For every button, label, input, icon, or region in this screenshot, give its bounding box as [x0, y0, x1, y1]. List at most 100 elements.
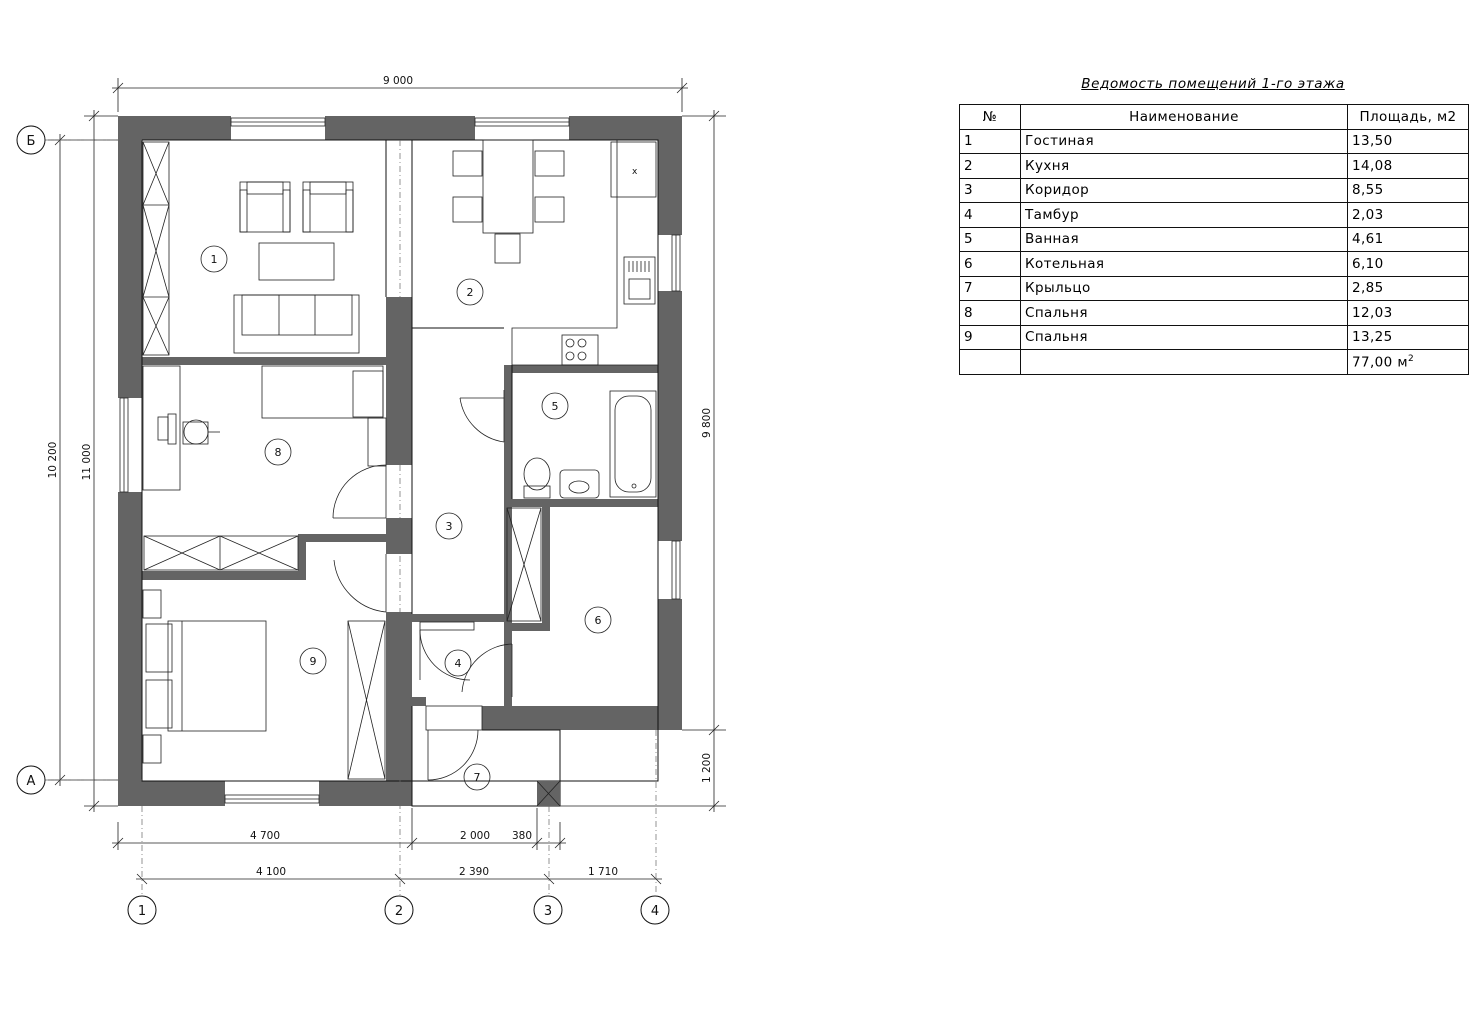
- dim-right-porch: 1 200: [701, 753, 713, 783]
- cell-area: 13,50: [1347, 128, 1469, 154]
- wardrobe-bedroom9: [347, 620, 386, 780]
- dim-bottom-1710: 1 710: [588, 866, 618, 878]
- svg-text:1: 1: [211, 253, 218, 266]
- window-bedroom8-left: [118, 397, 142, 493]
- axis-marker-1: 1: [127, 895, 157, 925]
- sofa: [233, 294, 360, 354]
- cell-number: 7: [959, 275, 1021, 301]
- room-marker-4: 4: [444, 649, 472, 677]
- cell-area: 13,25: [1347, 324, 1469, 350]
- double-bed: [145, 620, 267, 732]
- cell-name: Котельная: [1020, 251, 1348, 277]
- total-value: 77,00: [1352, 354, 1393, 370]
- room-marker-9: 9: [299, 647, 327, 675]
- cell-number: 6: [959, 251, 1021, 277]
- cell-name: Ванная: [1020, 226, 1348, 252]
- axis-marker-B: Б: [16, 125, 46, 155]
- toilet: [523, 457, 551, 499]
- dim-left-outer: 10 200: [47, 442, 59, 479]
- svg-text:6: 6: [595, 614, 602, 627]
- cell-name: Спальня: [1020, 300, 1348, 326]
- washbasin: [559, 469, 600, 499]
- cell-area: 6,10: [1347, 251, 1469, 277]
- cell-empty: [959, 349, 1021, 375]
- bathtub: [609, 390, 657, 498]
- total-unit: м: [1397, 354, 1408, 370]
- axis-marker-3: 3: [533, 895, 563, 925]
- wardrobe-bedroom8: [143, 535, 299, 571]
- svg-text:x: x: [632, 167, 638, 177]
- total-row: 77,00 м2: [959, 349, 1469, 375]
- cooktop: [561, 334, 599, 366]
- window-living-top: [230, 116, 326, 140]
- dimension-lines: 9 000 10 200 11 000 9 800 1 200: [47, 75, 726, 885]
- oven: [623, 256, 656, 305]
- room-number-markers: 1 2 3 4 5 6 7 8 9: [200, 245, 612, 791]
- cell-name: Кухня: [1020, 153, 1348, 179]
- room-marker-8: 8: [264, 438, 292, 466]
- armchair-2: [302, 181, 354, 233]
- dim-bottom-2390: 2 390: [459, 866, 489, 878]
- fridge: [610, 141, 657, 198]
- room-schedule: Ведомость помещений 1-го этажа № Наимено…: [959, 72, 1469, 375]
- axis-marker-4: 4: [640, 895, 670, 925]
- svg-text:4: 4: [651, 904, 659, 919]
- cell-number: 9: [959, 324, 1021, 350]
- dim-top-width: 9 000: [383, 75, 413, 87]
- wardrobe-corridor: [506, 507, 542, 622]
- dim-bottom-4100: 4 100: [256, 866, 286, 878]
- windows: [118, 116, 682, 806]
- table-header-row: № Наименование Площадь, м2: [959, 104, 1469, 130]
- svg-text:8: 8: [275, 446, 282, 459]
- svg-text:А: А: [27, 774, 36, 789]
- cell-empty: [1020, 349, 1348, 375]
- dim-bottom-380: 380: [512, 830, 532, 842]
- total-unit-power: 2: [1407, 353, 1415, 364]
- cell-name: Спальня: [1020, 324, 1348, 350]
- header-number: №: [959, 104, 1021, 130]
- dim-left-inner: 11 000: [81, 444, 93, 481]
- desk: [142, 365, 181, 491]
- desk-chair: [182, 419, 220, 445]
- dim-bottom-4700: 4 700: [250, 830, 280, 842]
- dim-right-main: 9 800: [701, 408, 713, 438]
- door-vestibule: [419, 621, 475, 681]
- svg-text:1: 1: [138, 904, 146, 919]
- cell-name: Крыльцо: [1020, 275, 1348, 301]
- room-marker-3: 3: [435, 512, 463, 540]
- svg-text:5: 5: [552, 400, 559, 413]
- cell-name: Коридор: [1020, 177, 1348, 203]
- door-bedroom9: [333, 554, 387, 613]
- cell-name: Гостиная: [1020, 128, 1348, 154]
- furniture: x: [142, 139, 657, 780]
- header-area: Площадь, м2: [1347, 104, 1469, 130]
- header-name: Наименование: [1020, 104, 1348, 130]
- bed-single: [261, 365, 384, 419]
- grid-axes: 1 2 3 4 Б А: [16, 125, 670, 925]
- dim-bottom-2000: 2 000: [460, 830, 490, 842]
- axis-marker-2: 2: [384, 895, 414, 925]
- svg-text:4: 4: [455, 657, 462, 670]
- wardrobe-living: [142, 141, 170, 356]
- cell-number: 2: [959, 153, 1021, 179]
- dining-table: [482, 139, 534, 234]
- window-bedroom9-bottom: [224, 781, 320, 806]
- cell-number: 1: [959, 128, 1021, 154]
- room-marker-6: 6: [584, 606, 612, 634]
- window-kitchen-right: [658, 234, 682, 292]
- cell-area: 14,08: [1347, 153, 1469, 179]
- room-marker-5: 5: [541, 392, 569, 420]
- svg-text:3: 3: [544, 904, 552, 919]
- door-bathroom: [459, 390, 505, 443]
- cell-number: 3: [959, 177, 1021, 203]
- cell-total-area: 77,00 м2: [1347, 349, 1469, 375]
- coffee-table: [258, 242, 335, 281]
